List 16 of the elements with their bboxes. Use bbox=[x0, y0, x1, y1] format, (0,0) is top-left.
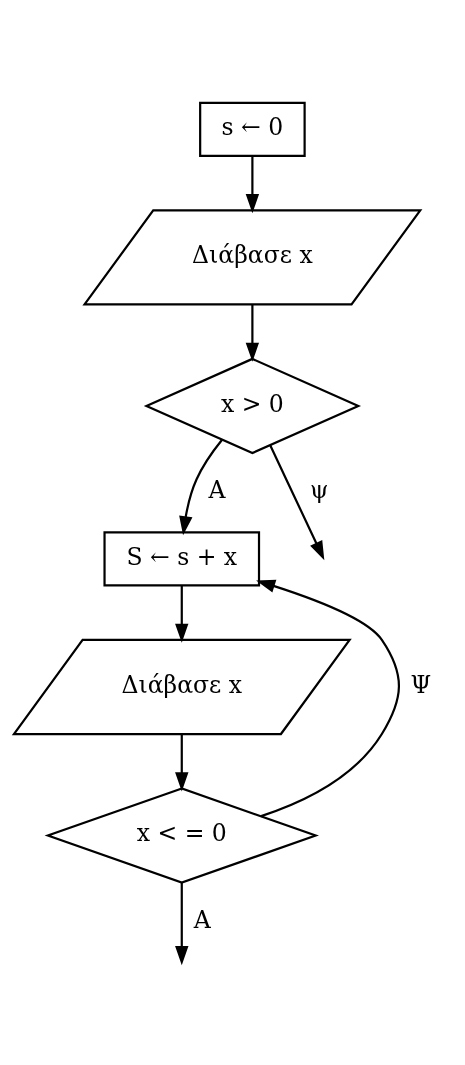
arrow bbox=[245, 304, 260, 362]
edge-label: Α bbox=[193, 905, 211, 934]
node-box: s ← 0 bbox=[199, 101, 306, 157]
node-diamond: x < = 0 bbox=[44, 786, 319, 884]
node-diamond: x > 0 bbox=[143, 357, 362, 454]
arrow bbox=[245, 155, 260, 213]
edge-label: Ψ bbox=[410, 670, 432, 699]
arrow bbox=[175, 585, 189, 643]
edge-label: ψ bbox=[310, 475, 329, 504]
node-box: S ← s + x bbox=[103, 530, 261, 587]
arrow bbox=[256, 579, 400, 817]
arrow bbox=[175, 882, 189, 965]
arrow bbox=[175, 733, 189, 791]
arrow bbox=[269, 444, 325, 560]
edge-label: Α bbox=[208, 475, 226, 504]
arrow bbox=[179, 438, 223, 535]
